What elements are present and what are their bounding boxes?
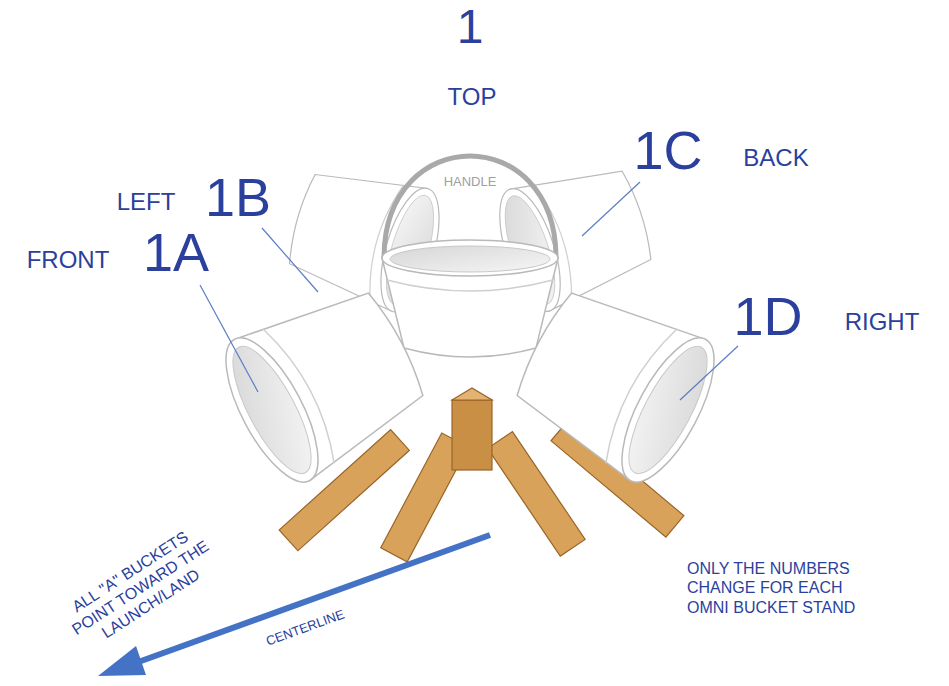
position-label: FRONT: [27, 247, 110, 272]
position-label: LEFT: [117, 189, 176, 214]
leader-lines: [200, 182, 738, 400]
part-label: HANDLE: [444, 175, 497, 189]
position-label: RIGHT: [845, 309, 920, 334]
callout-number: 1C: [633, 122, 702, 179]
callout-number: 1A: [143, 224, 209, 281]
callout-number: 1B: [205, 169, 271, 226]
callout-number: 1: [457, 2, 484, 52]
position-label: BACK: [743, 145, 808, 170]
callout-number: 1D: [733, 288, 802, 345]
position-label: TOP: [448, 84, 497, 109]
note-text: ONLY THE NUMBERS CHANGE FOR EACH OMNI BU…: [687, 559, 877, 617]
